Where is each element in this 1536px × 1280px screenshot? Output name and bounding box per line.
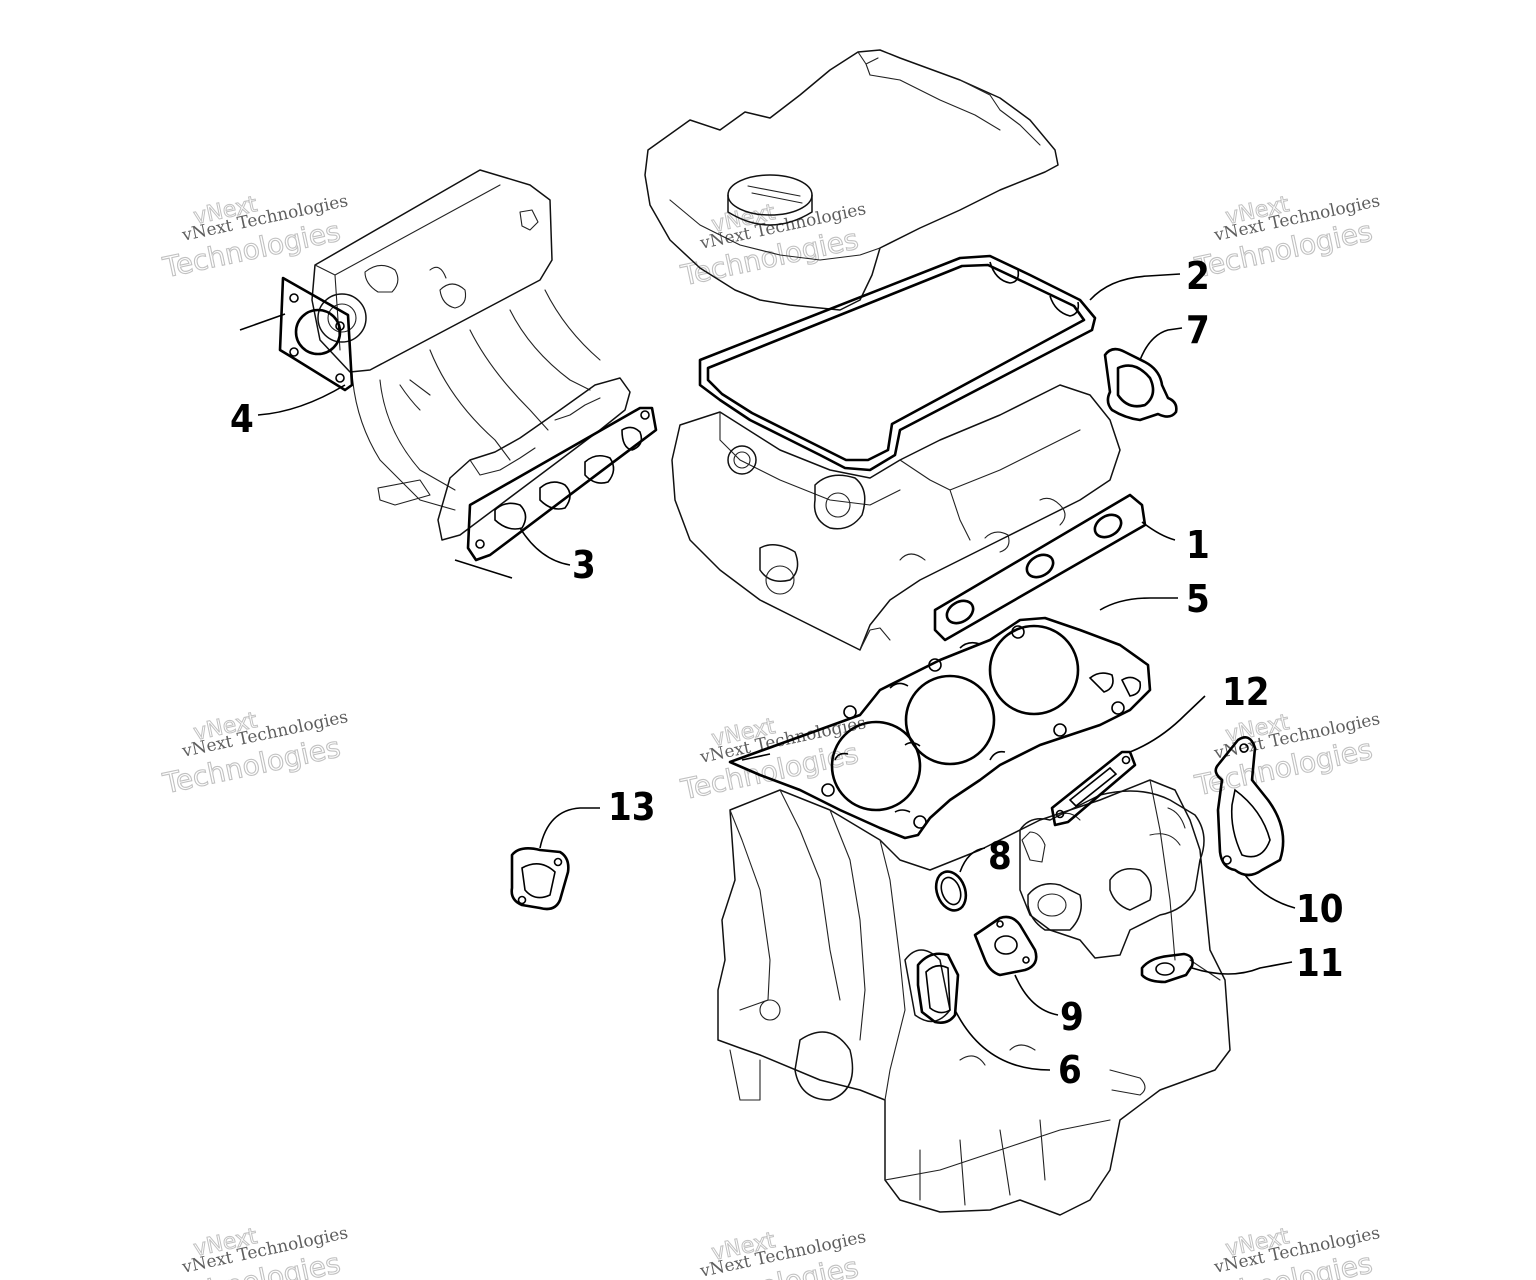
watermark: vNext vNext Technologies Technologies [677, 1227, 868, 1280]
leader-lines [239, 273, 1296, 1071]
callout-2: 2 [1186, 254, 1210, 298]
callout-9: 9 [1060, 995, 1084, 1039]
watermark: vNext vNext Technologies Technologies [159, 1223, 350, 1280]
gasket-11 [1140, 952, 1194, 984]
callout-6: 6 [1058, 1048, 1082, 1092]
callout-1: 1 [1186, 523, 1210, 567]
gasket-6 [916, 952, 960, 1024]
gasket-10 [1214, 736, 1285, 877]
o-ring-8 [934, 870, 968, 912]
engine-block [717, 779, 1231, 1216]
valve-cover-gasket-2 [698, 254, 1097, 472]
callout-labels: 1 2 3 4 5 6 7 8 9 10 11 12 13 [230, 254, 1344, 1092]
callout-5: 5 [1186, 577, 1210, 621]
callout-4: 4 [230, 397, 254, 441]
callout-11: 11 [1296, 941, 1344, 985]
callout-7: 7 [1186, 308, 1210, 352]
watermark: vNext vNext Technologies Technologies [1191, 709, 1382, 803]
callout-3: 3 [572, 543, 596, 587]
watermark: vNext vNext Technologies Technologies [1191, 1223, 1382, 1280]
callout-8: 8 [988, 834, 1012, 878]
gasket-7 [1103, 347, 1178, 422]
cylinder-head [671, 384, 1121, 651]
callout-12: 12 [1222, 670, 1270, 714]
throttle-body-gasket-4 [278, 276, 354, 392]
intake-manifold-gasket-3 [466, 406, 658, 562]
watermark: vNext vNext Technologies Technologies [159, 707, 350, 801]
gasket-13 [510, 847, 570, 911]
watermark: vNext vNext Technologies Technologies [677, 199, 868, 293]
water-pump-housing [1019, 790, 1205, 959]
callout-13: 13 [608, 785, 656, 829]
head-gasket-5 [728, 616, 1152, 840]
gasket-9 [973, 915, 1038, 977]
watermark: vNext vNext Technologies Technologies [159, 191, 350, 285]
watermark: vNext vNext Technologies Technologies [1191, 191, 1382, 285]
valve-cover [644, 49, 1059, 311]
callout-10: 10 [1296, 887, 1344, 931]
gasket-12 [1050, 750, 1137, 827]
